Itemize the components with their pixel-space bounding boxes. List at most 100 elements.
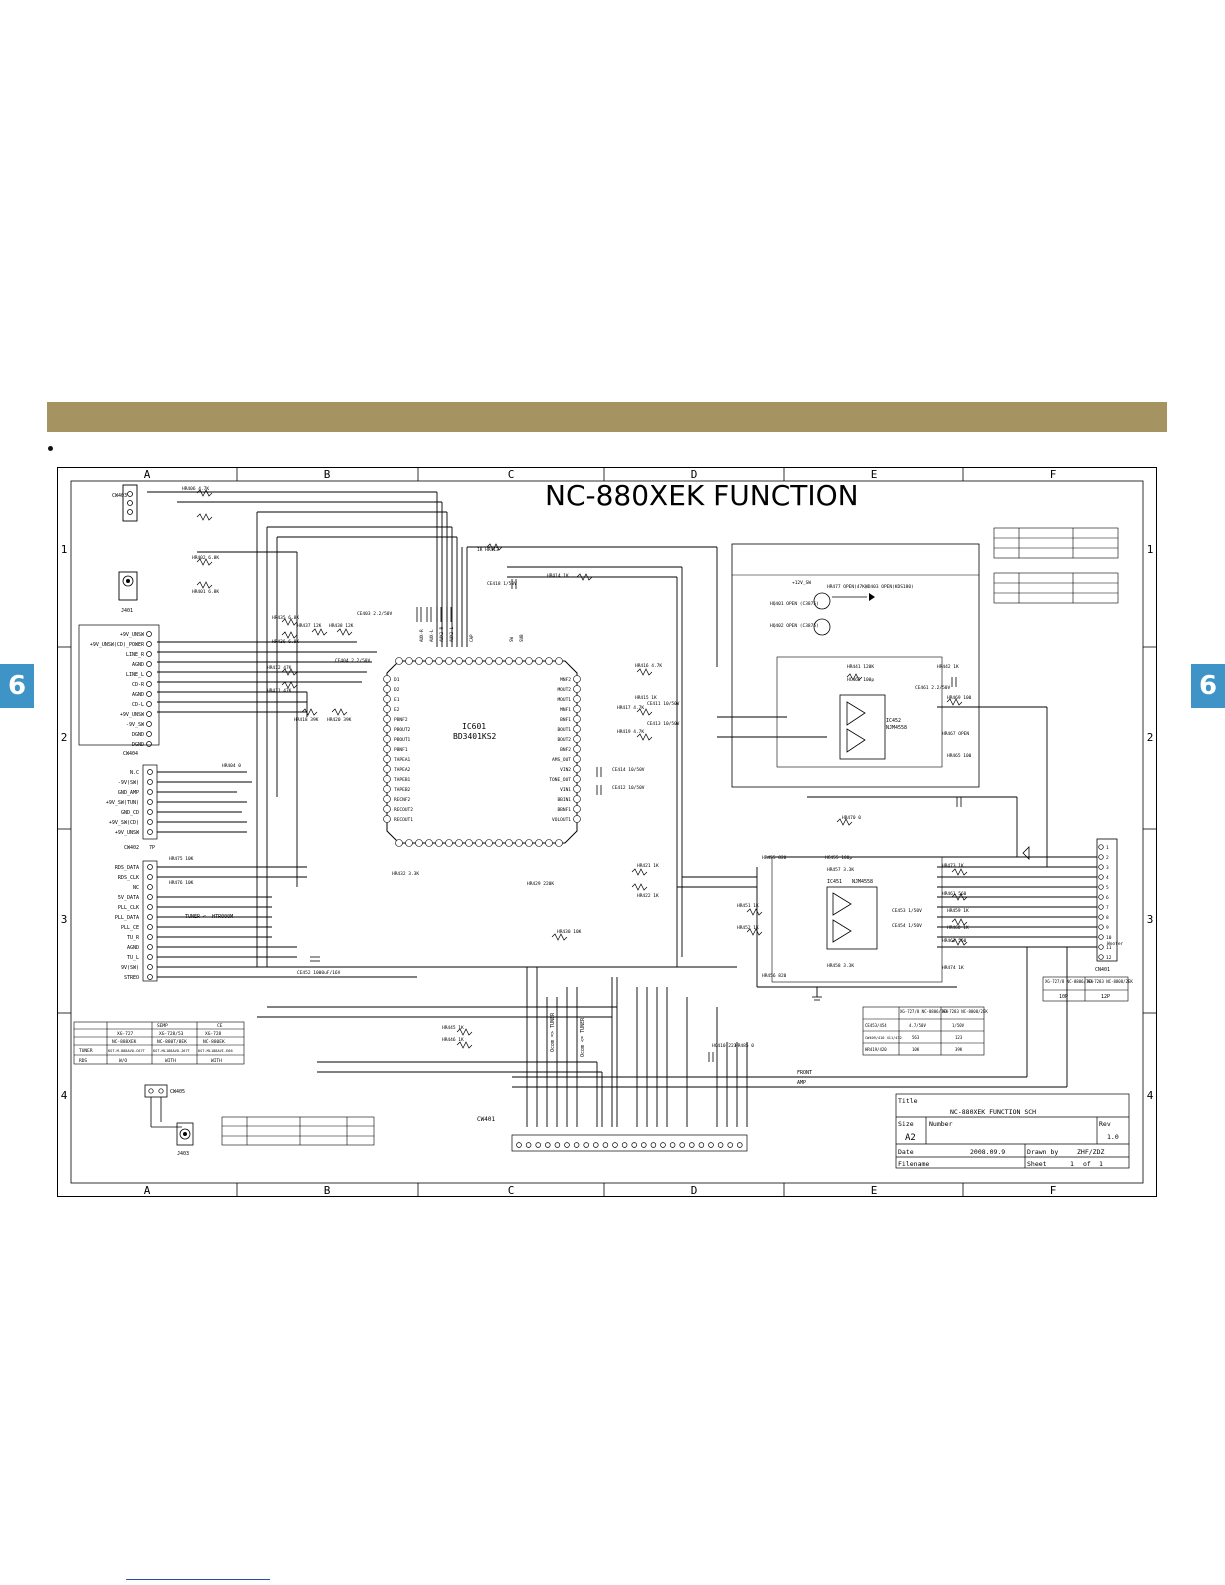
cn401-pin-6: 6 [1106,895,1109,901]
cn401-pin-2: 2 [1106,855,1109,861]
semp-sub-3: XG-728 [205,1031,222,1037]
cw404-pin-6: CD-R [132,682,145,688]
tuner-pin-6: PLL_DATA [115,915,139,921]
label-hr419: HR419 4.7K [617,729,644,735]
label-hr451: HR451 1K [737,903,759,909]
ic601-lpin-10: TAPEA2 [394,767,411,773]
label-hr460: HR460 1K [947,925,969,931]
cn401-pin-9: 9 [1106,925,1109,931]
cn401-pin-4: 4 [1106,875,1109,881]
cw404-pin-9: +9V_UNSW [120,712,145,718]
cn-table-h1: XG-727/8 NC-8806/7EK [1045,979,1094,984]
ic601-lpin-14: RECOUT2 [394,807,413,813]
cw401-pin [698,1142,705,1148]
cw401-pin [564,1142,570,1148]
label-hr430: HR430 10K [557,929,582,935]
ic601-lpin-2: D2 [394,687,400,693]
row-label-4-right: 4 [1147,1089,1154,1102]
jack-j403: J403 [176,1122,194,1157]
cw401-pin [602,1142,609,1148]
label-hr455: HR455 820 [762,855,787,861]
cw404-pin-8: CD-L [132,702,144,708]
cw401-pin [708,1142,714,1148]
label-hc462: HC462 100p [847,677,874,683]
ic601-lpin-5: PBNF2 [394,717,408,723]
tuner-pin-1: RDS_DATA [115,865,139,871]
tb-date-value: 2008.09.9 [970,1148,1005,1156]
ic601-rpin-8: BNF2 [560,747,571,753]
cw402-pin-3: GND_AMP [118,790,139,796]
tuner-pin-8: TU_R [127,935,140,941]
cw401-pin [689,1142,695,1148]
cw402-pin-7: +9V_UNSW [115,830,140,836]
tb-sheet-label: Sheet [1027,1160,1047,1168]
variant-r1-label: CE453/454 [865,1023,887,1028]
jack-j401: J401 [118,571,138,614]
cw403-label: CW403 [112,493,127,499]
cn-table-c2: 12P [1101,994,1110,1000]
label-hr469: HR469 100 [947,695,972,701]
label-hq402: HQ402 OPEN (C3875) [770,623,819,629]
row-label-4: 4 [61,1089,68,1102]
column-labels-bottom: A B C D E F [144,1184,1057,1197]
row-label-2: 2 [61,731,68,744]
variant-r2-c1: 563 [912,1035,920,1040]
label-hr474: HR474 1K [942,965,964,971]
cw404-label: CW404 [123,751,138,757]
cw401-pin [717,1142,724,1148]
tuner-pin-11: 9V(SW) [121,965,139,971]
variant-table: XG-727/8 NC-8806/7EK XG-7283 NC-8808/2EK… [862,1006,988,1056]
row-label-3: 3 [61,913,68,926]
label-hr442: HR442 1K [937,664,959,670]
variant-r3-label: HR419/420 [865,1047,887,1052]
semp-row1-label: TUNER [79,1048,93,1054]
variant-r3-c1: 10K [912,1047,920,1052]
ic601-lpin-6: PBOUT2 [394,727,411,733]
tb-size-value: A2 [905,1133,916,1143]
col-label-a: A [144,468,151,481]
cn401-pin-12: 12 [1106,955,1112,961]
cw404-pin-2: +9V_UNSW(CD)_POWER [90,642,145,648]
cw402-label: CW402 [124,845,139,851]
tb-date-label: Date [898,1148,914,1156]
ic601-rpin-4: MNF1 [560,707,571,713]
label-hr467: HR467 OPEN [942,731,969,737]
label-hr414: HR414 1K [547,573,569,579]
cw404-pin-5: LINE_L [126,672,144,678]
ic452-ref: IC452 [886,718,901,724]
label-ce454: CE454 1/50V [892,923,922,929]
chapter-tab-right: 6 [1191,664,1225,708]
cw404-pin-4: AGND [132,662,144,668]
label-hr404: HR404 0 [222,763,241,769]
row-label-1-right: 1 [1147,543,1154,556]
label-ce413: CE413 10/50V [647,721,680,727]
semp-row2-c1: W/O [119,1058,127,1064]
cw401-pin [554,1142,561,1148]
empty-table-bottom [221,1116,375,1146]
variant-r2-c2: 123 [955,1035,963,1040]
label-hr437: HR437 12K [297,623,322,629]
ic601: IC601 BD3401KS2 [383,626,581,847]
tuner-arrow-2: Ocom <= TUNER [580,1017,586,1057]
label-hr462: HR462 560 [942,938,967,944]
label-ce414: CE414 10/50V [612,767,645,773]
cw401-pin [679,1142,685,1148]
semp-row2-c3: WITH [211,1058,222,1064]
label-hr459: HR459 1K [947,908,969,914]
ic601-tpin-aux-l: AUX-L [429,629,434,642]
cw401-pin [641,1142,647,1148]
col-label-c: C [508,468,515,481]
label-hc410: HC410 223 [712,1043,737,1049]
cn-table: XG-727/8 NC-8806/7EK XG-7283 NC-8808/2EK… [1042,976,1133,1002]
label-hr445: HR445 1K [442,1025,464,1031]
label-hr412: HR412 47K [267,665,292,671]
tb-title-value: NC-880XEK FUNCTION SCH [950,1108,1036,1116]
label-hr402: HR402 6.8K [192,555,219,561]
tb-drawn-label: Drawn by [1027,1148,1058,1156]
amp-label: AMP [797,1080,806,1086]
variant-r1-c1: 4.7/50V [909,1023,926,1028]
cw401-pin [573,1142,580,1148]
tuner-pin-12: STREO [124,975,139,981]
connector-cw401: CW401 [477,1116,748,1152]
bullet-dot [48,446,53,451]
